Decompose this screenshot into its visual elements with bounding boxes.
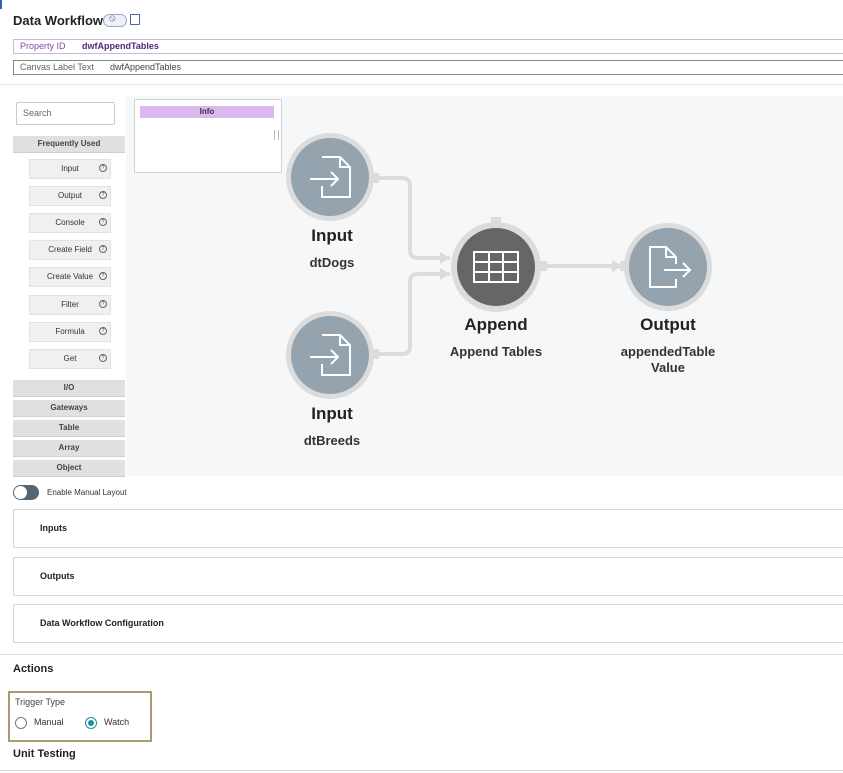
info-panel-title: Info [140,106,274,118]
section-title: Inputs [40,523,67,533]
radio-manual-label: Manual [34,717,64,727]
category-frequently-used[interactable]: Frequently Used [13,136,125,153]
canvas-label-row[interactable]: Canvas Label Text dwfAppendTables [13,60,843,75]
connector-dtbreeds-append [376,272,450,356]
actions-title: Actions [13,663,54,675]
palette-item-get[interactable]: Get? [29,349,111,369]
section-title: Data Workflow Configuration [40,618,164,628]
help-icon[interactable]: ? [99,354,107,362]
node-subtitle: dtDogs [309,255,355,270]
property-id-row[interactable]: Property ID dwfAppendTables [13,39,843,54]
palette-search-input[interactable]: Search [16,102,115,125]
port-handle[interactable] [371,173,379,183]
canvas-label-value: dwfAppendTables [110,62,182,72]
palette-item-input[interactable]: Input? [29,159,111,179]
palette-item-console[interactable]: Console? [29,213,111,233]
manual-layout-toggle[interactable] [13,485,39,500]
palette-item-label: Filter [61,300,79,309]
node-input-dtbreeds[interactable] [286,311,374,399]
page-title: Data Workflow [13,13,104,28]
left-edge-marker [0,0,2,9]
palette-item-label: Input [61,164,79,173]
node-title: Output [640,315,696,334]
palette-item-label: Output [57,191,82,200]
file-output-icon [649,246,692,288]
node-output[interactable] [624,223,712,311]
toggle-knob [14,486,27,499]
canvas-label-label: Canvas Label Text [20,62,94,72]
category-io[interactable]: I/O [13,380,125,397]
palette-item-label: Console [55,218,85,227]
header-divider [0,84,843,85]
actions-divider [0,654,843,655]
unit-testing-divider [0,770,843,771]
trigger-type-group [8,691,152,742]
palette-item-label: Formula [55,327,85,336]
category-object[interactable]: Object [13,460,125,477]
node-subtitle: Append Tables [449,344,543,359]
node-subtitle: appendedTable Value [620,344,716,375]
palette-item-label: Create Field [48,245,92,254]
palette-item-label: Get [63,354,77,363]
file-input-icon [310,156,351,198]
palette-item-create-value[interactable]: Create Value? [29,267,111,287]
resize-handle[interactable] [274,130,279,140]
help-icon[interactable]: ? [99,245,107,253]
link-badge[interactable]: ⦸ [103,13,127,27]
category-table[interactable]: Table [13,420,125,437]
connector-dtdogs-append [376,176,450,260]
help-icon[interactable]: ? [99,218,107,226]
help-icon[interactable]: ? [99,164,107,172]
section-outputs[interactable]: Outputs [13,557,843,596]
port-handle[interactable] [620,261,628,271]
help-icon[interactable]: ? [99,272,107,280]
note-icon[interactable] [130,14,140,25]
node-input-dtdogs[interactable] [286,133,374,221]
palette-item-filter[interactable]: Filter? [29,295,111,315]
port-handle[interactable] [539,261,547,271]
radio-watch-label: Watch [104,717,130,727]
section-title: Outputs [40,571,75,581]
table-icon [473,251,519,283]
node-append[interactable] [451,222,541,312]
arrow-head [440,252,450,264]
palette-item-label: Create Value [46,272,94,281]
category-gateways[interactable]: Gateways [13,400,125,417]
node-subtitle: dtBreeds [303,433,361,448]
palette-item-formula[interactable]: Formula? [29,322,111,342]
palette-item-create-field[interactable]: Create Field? [29,240,111,260]
node-title: Append [464,315,528,334]
unit-testing-title: Unit Testing [13,748,76,760]
link-icon: ⦸ [109,13,116,24]
file-input-icon [310,334,351,376]
palette-item-output[interactable]: Output? [29,186,111,206]
search-placeholder: Search [23,108,52,118]
property-id-label: Property ID [20,41,66,51]
node-title: Input [311,404,353,423]
port-handle[interactable] [491,217,501,225]
help-icon[interactable]: ? [99,300,107,308]
port-handle[interactable] [371,349,379,359]
radio-watch[interactable] [85,717,97,729]
category-array[interactable]: Array [13,440,125,457]
help-icon[interactable]: ? [99,327,107,335]
section-config[interactable]: Data Workflow Configuration [13,604,843,643]
manual-layout-label: Enable Manual Layout [47,488,127,497]
radio-manual[interactable] [15,717,27,729]
arrow-head [440,268,450,280]
property-id-value: dwfAppendTables [82,41,159,51]
trigger-type-label: Trigger Type [15,697,66,707]
help-icon[interactable]: ? [99,191,107,199]
arrow-head [612,260,622,272]
section-inputs[interactable]: Inputs [13,509,843,548]
node-title: Input [311,226,353,245]
